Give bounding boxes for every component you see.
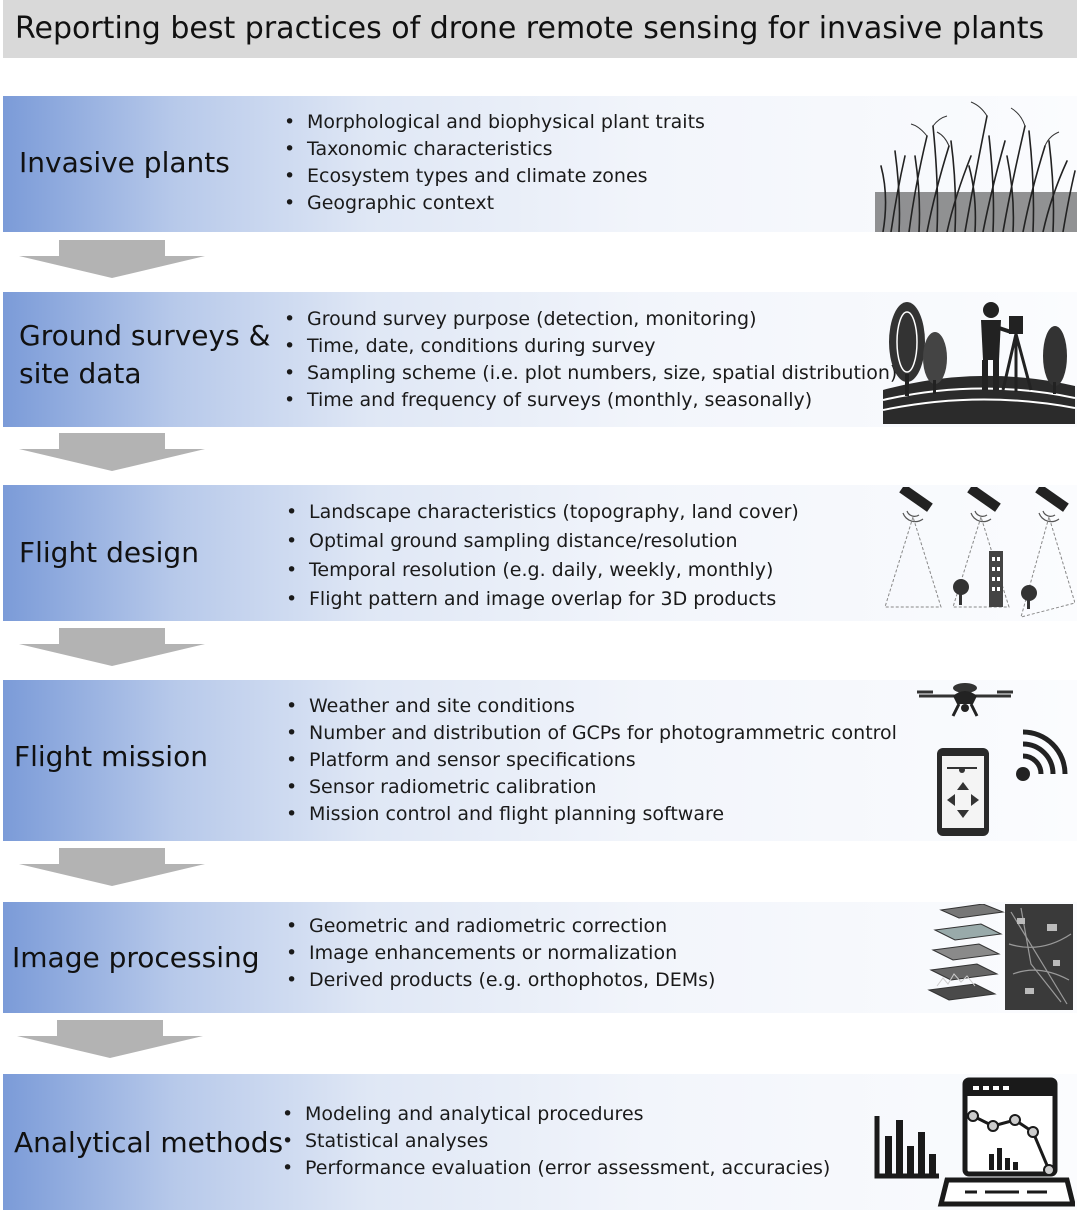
- satellite-coverage-icon: [879, 487, 1075, 619]
- stage-ground-surveys: Ground surveys & site data Ground survey…: [3, 292, 1077, 427]
- bullet-list: Landscape characteristics (topography, l…: [286, 498, 799, 614]
- stage-title-line: Invasive plants: [19, 144, 230, 182]
- flow-arrow: [17, 1020, 203, 1058]
- bullet-item: Sampling scheme (i.e. plot numbers, size…: [284, 360, 897, 387]
- stage-flight-design: Flight design Landscape characteristics …: [3, 485, 1077, 621]
- title-bar: Reporting best practices of drone remote…: [3, 0, 1077, 58]
- bullet-list: Ground survey purpose (detection, monito…: [284, 306, 897, 414]
- bullet-item: Taxonomic characteristics: [284, 136, 705, 163]
- stage-image-processing: Image processing Geometric and radiometr…: [3, 902, 1077, 1013]
- stage-title: Ground surveys & site data: [19, 317, 270, 393]
- bullet-item: Morphological and biophysical plant trai…: [284, 109, 705, 136]
- bullet-item: Optimal ground sampling distance/resolut…: [286, 527, 799, 556]
- flow-arrow: [19, 628, 205, 666]
- drone-controller-icon: [913, 682, 1073, 838]
- stage-analytical-methods: Analytical methods Modeling and analytic…: [3, 1074, 1077, 1210]
- analytics-laptop-icon: [869, 1076, 1075, 1210]
- bullet-item: Ecosystem types and climate zones: [284, 163, 705, 190]
- flow-arrow: [19, 433, 205, 471]
- bullet-item: Flight pattern and image overlap for 3D …: [286, 585, 799, 614]
- stage-flight-mission: Flight mission Weather and site conditio…: [3, 680, 1077, 841]
- bullet-item: Geometric and radiometric correction: [286, 913, 715, 940]
- bullet-list: Morphological and biophysical plant trai…: [284, 109, 705, 217]
- diagram-title: Reporting best practices of drone remote…: [15, 10, 1044, 48]
- stage-title: Flight design: [19, 534, 199, 572]
- stage-invasive-plants: Invasive plants Morphological and biophy…: [3, 96, 1077, 232]
- bullet-list: Weather and site conditions Number and d…: [286, 693, 897, 828]
- bullet-item: Performance evaluation (error assessment…: [282, 1155, 830, 1182]
- image-layers-icon: [921, 904, 1075, 1012]
- stage-title-line: site data: [19, 355, 270, 393]
- bullet-list: Modeling and analytical procedures Stati…: [282, 1101, 830, 1182]
- bullet-item: Time and frequency of surveys (monthly, …: [284, 387, 897, 414]
- stage-title-line: Flight design: [19, 534, 199, 572]
- bullet-item: Weather and site conditions: [286, 693, 897, 720]
- bullet-item: Image enhancements or normalization: [286, 940, 715, 967]
- flow-arrow: [19, 848, 205, 886]
- bullet-item: Temporal resolution (e.g. daily, weekly,…: [286, 556, 799, 585]
- bullet-item: Statistical analyses: [282, 1128, 830, 1155]
- bullet-item: Derived products (e.g. orthophotos, DEMs…: [286, 967, 715, 994]
- stage-title: Flight mission: [14, 738, 208, 776]
- flow-arrow: [19, 240, 205, 278]
- bullet-item: Time, date, conditions during survey: [284, 333, 897, 360]
- bullet-item: Number and distribution of GCPs for phot…: [286, 720, 897, 747]
- bullet-item: Sensor radiometric calibration: [286, 774, 897, 801]
- stage-title-line: Image processing: [12, 939, 260, 977]
- bullet-item: Platform and sensor specifications: [286, 747, 897, 774]
- bullet-item: Geographic context: [284, 190, 705, 217]
- bullet-list: Geometric and radiometric correction Ima…: [286, 913, 715, 994]
- stage-title-line: Flight mission: [14, 738, 208, 776]
- bullet-item: Mission control and flight planning soft…: [286, 801, 897, 828]
- stage-title: Invasive plants: [19, 144, 230, 182]
- surveyor-icon: [883, 294, 1075, 424]
- bullet-item: Ground survey purpose (detection, monito…: [284, 306, 897, 333]
- stage-title-line: Analytical methods: [14, 1124, 283, 1162]
- bullet-item: Modeling and analytical procedures: [282, 1101, 830, 1128]
- stage-title-line: Ground surveys &: [19, 317, 270, 355]
- grass-icon: [875, 96, 1077, 232]
- stage-title: Analytical methods: [14, 1124, 283, 1162]
- bullet-item: Landscape characteristics (topography, l…: [286, 498, 799, 527]
- stage-title: Image processing: [12, 939, 260, 977]
